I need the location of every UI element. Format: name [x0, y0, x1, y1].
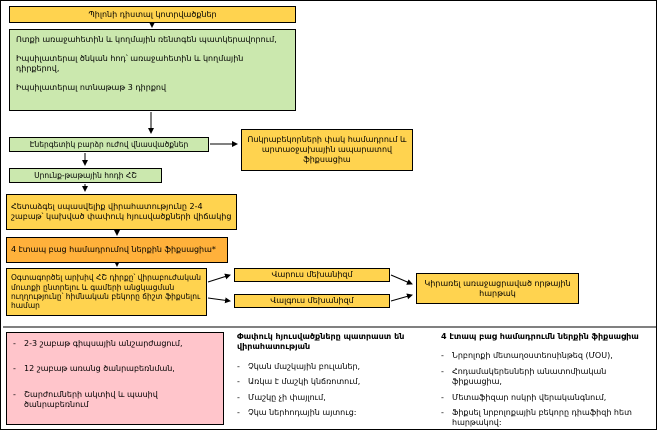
rehab-item-text: 2-3 շաբաթ գիպսային անշարժացում,: [24, 339, 183, 348]
rehab-item-text: Շարժումների ակտիվ և պասիվ ծանրաբեռնում: [24, 389, 158, 410]
imaging-line-3: Իպսիլատերալ ոտնաթաթ 3 դիրքով: [16, 83, 167, 92]
varus-label: Վարուս մեխանիզմ: [271, 270, 353, 279]
dash-bullet: -: [237, 392, 240, 402]
orif-details-item: - Մետաֆիզար ոսկրի վերականգնում,: [441, 393, 654, 403]
rehab-item-text: 12 շաբաթ առանց ծանրաբեռնման,: [24, 364, 175, 374]
flow-box-external-fixation: Ոսկրաբեկորների փակ համադրում և արտաօջախա…: [241, 129, 413, 171]
dash-bullet: -: [237, 407, 240, 417]
flow-box-ankle-ct: Սրունք-թաթային հոդի ՀՇ: [9, 168, 162, 183]
soft-tissue-item-text: Չկան մաշկային բուլաներ,: [248, 361, 361, 371]
dash-bullet: -: [441, 407, 444, 417]
dash-bullet: -: [237, 377, 240, 387]
high-energy-label: Էներգետիկ բարձր ուժով վնասվածքներ: [29, 139, 189, 149]
soft-tissue-item: - Առկա է մաշկի կնճռոտում,: [237, 377, 433, 387]
flow-box-high-energy: Էներգետիկ բարձր ուժով վնասվածքներ: [9, 137, 209, 152]
imaging-line-1: Ոտքի առաջահետին և կողմային ռենտգեն պատկե…: [16, 35, 277, 44]
use-ct-label: Օգտագործել արխիվ ՀՇ դիրքը՝ վիրաբուժական …: [11, 273, 202, 311]
orif-details-item-text: Ֆիքսել նրբոլոքային բեկորը դիաֆիզի հետ հա…: [452, 407, 632, 428]
dash-bullet: -: [13, 364, 16, 374]
soft-tissue-title: Փափուկ հյուսվածքները պատրաստ են վիրահատո…: [237, 332, 405, 352]
flow-box-varus: Վարուս մեխանիզմ: [234, 268, 390, 282]
soft-tissue-item-text: Չկա ներհոդային այտուց:: [248, 407, 357, 417]
flow-box-fracture-title: Պիլոնի դիստալ կոտրվածքներ: [9, 6, 296, 23]
ankle-ct-label: Սրունք-թաթային հոդի ՀՇ: [34, 170, 137, 180]
flow-box-imaging: Ոտքի առաջահետին և կողմային ռենտգեն պատկե…: [9, 29, 296, 111]
soft-tissue-item: - Չկան մաշկային բուլաներ,: [237, 362, 433, 372]
dash-bullet: -: [441, 392, 444, 402]
imaging-line-2: Իպսիլատերալ ծնկան հոդ՝ առաջահետին և կողմ…: [16, 54, 244, 73]
plate-label: Կիրառել առաջացրաված որթային հարթակ: [424, 278, 571, 298]
dash-bullet: -: [13, 339, 16, 348]
valgus-label: Վալգուս մեխանիզմ: [270, 296, 354, 305]
dash-bullet: -: [441, 351, 444, 361]
flow-box-valgus: Վալգուս մեխանիզմ: [234, 294, 390, 308]
orif-details-item: - Հոդամակերեսների անատոմիական ֆիքսացիա,: [441, 367, 654, 388]
soft-tissue-column: Փափուկ հյուսվածքները պատրաստ են վիրահատո…: [237, 332, 433, 423]
orif-details-item: - Նրբոլոքի մետաղօստեոսինթեզ (ՄՕՍ),: [441, 351, 654, 361]
flow-box-use-ct: Օգտագործել արխիվ ՀՇ դիրքը՝ վիրաբուժական …: [6, 268, 207, 316]
orif-details-item-text: Հոդամակերեսների անատոմիական ֆիքսացիա,: [452, 366, 607, 387]
soft-tissue-item: - Մաշկը չի փայլում,: [237, 393, 433, 403]
orif-details-item: - Ֆիքսել նրբոլոքային բեկորը դիաֆիզի հետ …: [441, 408, 654, 429]
dash-bullet: -: [237, 361, 240, 371]
rehab-box: - 2-3 շաբաթ գիպսային անշարժացում, - 12 շ…: [6, 332, 224, 425]
rehab-item: - Շարժումների ակտիվ և պասիվ ծանրաբեռնում: [13, 390, 217, 411]
soft-tissue-item-text: Մաշկը չի փայլում,: [248, 392, 326, 402]
dash-bullet: -: [441, 366, 444, 376]
flow-box-plate: Կիրառել առաջացրաված որթային հարթակ: [416, 273, 579, 304]
external-fixation-label: Ոսկրաբեկորների փակ համադրում և արտաօջախա…: [247, 135, 407, 164]
flow-box-delay-surgery: Հետաձգել սպասվելիք վիրահատությունը 2-4 շ…: [6, 194, 237, 230]
orif-details-column: 4 էտապ բաց համադրումն ներքին ֆիքսացիա - …: [441, 332, 654, 429]
flow-box-orif-stage: 4 էտապ բաց համադրումով ներքին ֆիքսացիա*: [6, 237, 228, 263]
rehab-item: - 2-3 շաբաթ գիպսային անշարժացում,: [13, 339, 217, 349]
dash-bullet: -: [13, 389, 16, 399]
orif-details-title: 4 էտապ բաց համադրումն ներքին ֆիքսացիա: [441, 332, 639, 341]
rehab-item: - 12 շաբաթ առանց ծանրաբեռնման,: [13, 364, 217, 374]
fracture-title-label: Պիլոնի դիստալ կոտրվածքներ: [88, 9, 217, 19]
orif-stage-label: 4 էտապ բաց համադրումով ներքին ֆիքսացիա*: [11, 245, 216, 254]
orif-details-item-text: Նրբոլոքի մետաղօստեոսինթեզ (ՄՕՍ),: [452, 351, 613, 361]
orif-details-item-text: Մետաֆիզար ոսկրի վերականգնում,: [452, 392, 607, 402]
soft-tissue-item: - Չկա ներհոդային այտուց:: [237, 408, 433, 418]
soft-tissue-item-text: Առկա է մաշկի կնճռոտում,: [248, 377, 361, 387]
delay-surgery-label: Հետաձգել սպասվելիք վիրահատությունը 2-4 շ…: [11, 202, 232, 221]
